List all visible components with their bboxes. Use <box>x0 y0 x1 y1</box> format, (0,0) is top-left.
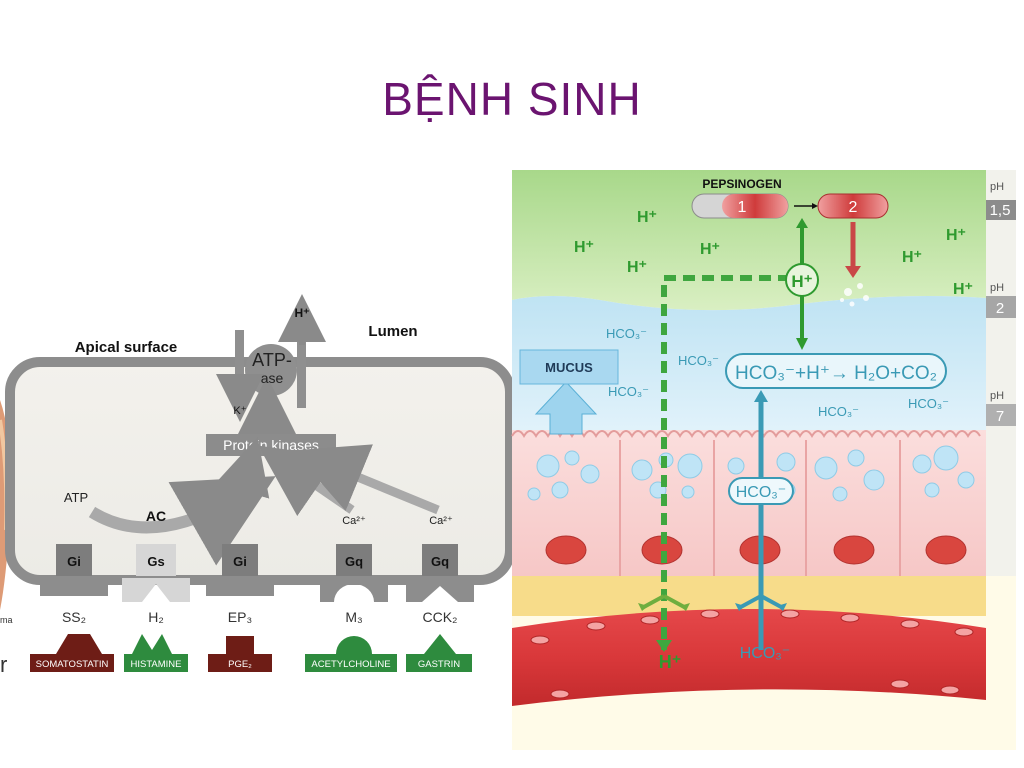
svg-text:H⁺: H⁺ <box>791 272 812 291</box>
g-protein-gq-1: Gq <box>336 544 372 576</box>
receptor-ss2 <box>40 578 108 596</box>
cropped-label-r: r <box>0 652 7 677</box>
mucus-label: MUCUS <box>545 360 593 375</box>
lumen-proton-2: H⁺ <box>574 239 594 256</box>
receptor-label-ss2: SS₂ <box>62 609 86 625</box>
ph-label-2: pH <box>990 282 1004 294</box>
svg-text:GASTRIN: GASTRIN <box>418 659 460 670</box>
receptor-label-m3: M₃ <box>345 609 362 625</box>
ac-conversion-arrow <box>88 476 276 566</box>
svg-text:SOMATOSTATIN: SOMATOSTATIN <box>36 659 109 670</box>
blood-vessel <box>512 609 986 706</box>
receptor-ep3 <box>206 578 274 596</box>
ph-value-lumen: 1,5 <box>990 202 1011 219</box>
lumen-proton-5: H⁺ <box>946 227 966 244</box>
h-plus-label: H⁺ <box>295 306 310 320</box>
proton-node <box>785 263 819 297</box>
ligand-pge2: PGE₂ <box>208 636 272 672</box>
receptor-m3 <box>320 578 388 602</box>
receptor-label-cck2: CCK₂ <box>423 609 458 625</box>
svg-text:Gi: Gi <box>233 554 247 569</box>
atpase-label-line1: ATP- <box>252 350 292 370</box>
cell-bicarbonate-box <box>728 477 794 505</box>
camp-label: cAMP <box>230 477 262 491</box>
mucus-secretion-arrow <box>534 381 598 435</box>
svg-text:ACETYLCHOLINE: ACETYLCHOLINE <box>311 659 390 670</box>
receptor-h2 <box>122 578 190 602</box>
mucus-bicarbonate-1: HCO₃⁻ <box>606 326 647 341</box>
blood-bicarbonate-label: HCO₃⁻ <box>740 645 791 662</box>
g-protein-gq-2: Gq <box>422 544 458 576</box>
ligand-somatostatin: SOMATOSTATIN <box>30 634 114 672</box>
cropped-label-ma: ma <box>0 615 13 625</box>
ph-label-1: pH <box>990 181 1004 193</box>
receptor-label-ep3: EP₃ <box>228 609 252 625</box>
pepsinogen-step-1: 1 <box>738 199 747 216</box>
g-protein-gs: Gs <box>136 544 176 576</box>
svg-text:Gq: Gq <box>431 554 449 569</box>
svg-text:Gq: Gq <box>345 554 363 569</box>
mucus-bicarbonate-5: HCO₃⁻ <box>908 396 949 411</box>
gastric-mucosa-diagram: pH 1,5 pH 2 pH 7 PEPSINOGEN 1 2 H⁺ H⁺ H⁺… <box>511 170 1016 750</box>
calcium-label-2: Ca²⁺ <box>429 515 453 527</box>
receptor-cck2 <box>406 578 474 602</box>
lumen-proton-1: H⁺ <box>637 209 657 226</box>
lumen-proton-4: H⁺ <box>700 241 720 258</box>
ligand-histamine: HISTAMINE <box>124 634 188 672</box>
cell-bicarbonate-label: HCO₃⁻ <box>736 484 787 501</box>
ac-label: AC <box>146 508 166 524</box>
parietal-cell-diagram: Apical surface Lumen H⁺ K⁺ ATP- ase Prot… <box>5 294 515 672</box>
ph-label-3: pH <box>990 390 1004 402</box>
g-protein-gi-2: Gi <box>222 544 258 576</box>
lumen-proton-7: H⁺ <box>953 281 973 298</box>
mucus-bicarbonate-4: HCO₃⁻ <box>818 404 859 419</box>
lumen-proton-6: H⁺ <box>902 249 922 266</box>
svg-text:Gs: Gs <box>147 554 164 569</box>
apical-surface-label: Apical surface <box>75 339 178 356</box>
receptor-label-h2: H₂ <box>148 609 164 625</box>
ph-value-mucus: 2 <box>996 300 1004 317</box>
mucus-bicarbonate-2: HCO₃⁻ <box>678 353 719 368</box>
svg-text:HISTAMINE: HISTAMINE <box>130 659 181 670</box>
ph-value-epithelium: 7 <box>996 408 1004 425</box>
lumen-label: Lumen <box>368 323 417 340</box>
svg-text:Gi: Gi <box>67 554 81 569</box>
proton-back-diffusion-path <box>661 275 790 650</box>
neutralization-reaction: HCO₃⁻+H⁺→ H₂O+CO₂ <box>735 363 937 384</box>
calcium-label-1: Ca²⁺ <box>342 515 366 527</box>
atp-label: ATP <box>64 490 88 505</box>
neutralization-reaction-box <box>725 353 947 389</box>
protein-kinases-label: Protein kinases <box>223 437 319 453</box>
pepsinogen-label: PEPSINOGEN <box>702 177 781 191</box>
mucus-bicarbonate-3: HCO₃⁻ <box>608 384 649 399</box>
atpase-label-line2: ase <box>261 370 284 386</box>
g-protein-gi-1: Gi <box>56 544 92 576</box>
slide-title: BỆNH SINH <box>382 73 642 125</box>
k-plus-label: K⁺ <box>233 405 246 417</box>
lumen-proton-3: H⁺ <box>627 259 647 276</box>
pepsin-pill <box>817 193 889 219</box>
ligand-acetylcholine: ACETYLCHOLINE <box>305 636 397 672</box>
mucus-box <box>519 349 619 385</box>
blood-proton-label: H⁺ <box>659 652 682 672</box>
ligand-gastrin: GASTRIN <box>406 634 472 672</box>
pepsin-step-2: 2 <box>849 199 858 216</box>
svg-text:PGE₂: PGE₂ <box>228 659 252 670</box>
